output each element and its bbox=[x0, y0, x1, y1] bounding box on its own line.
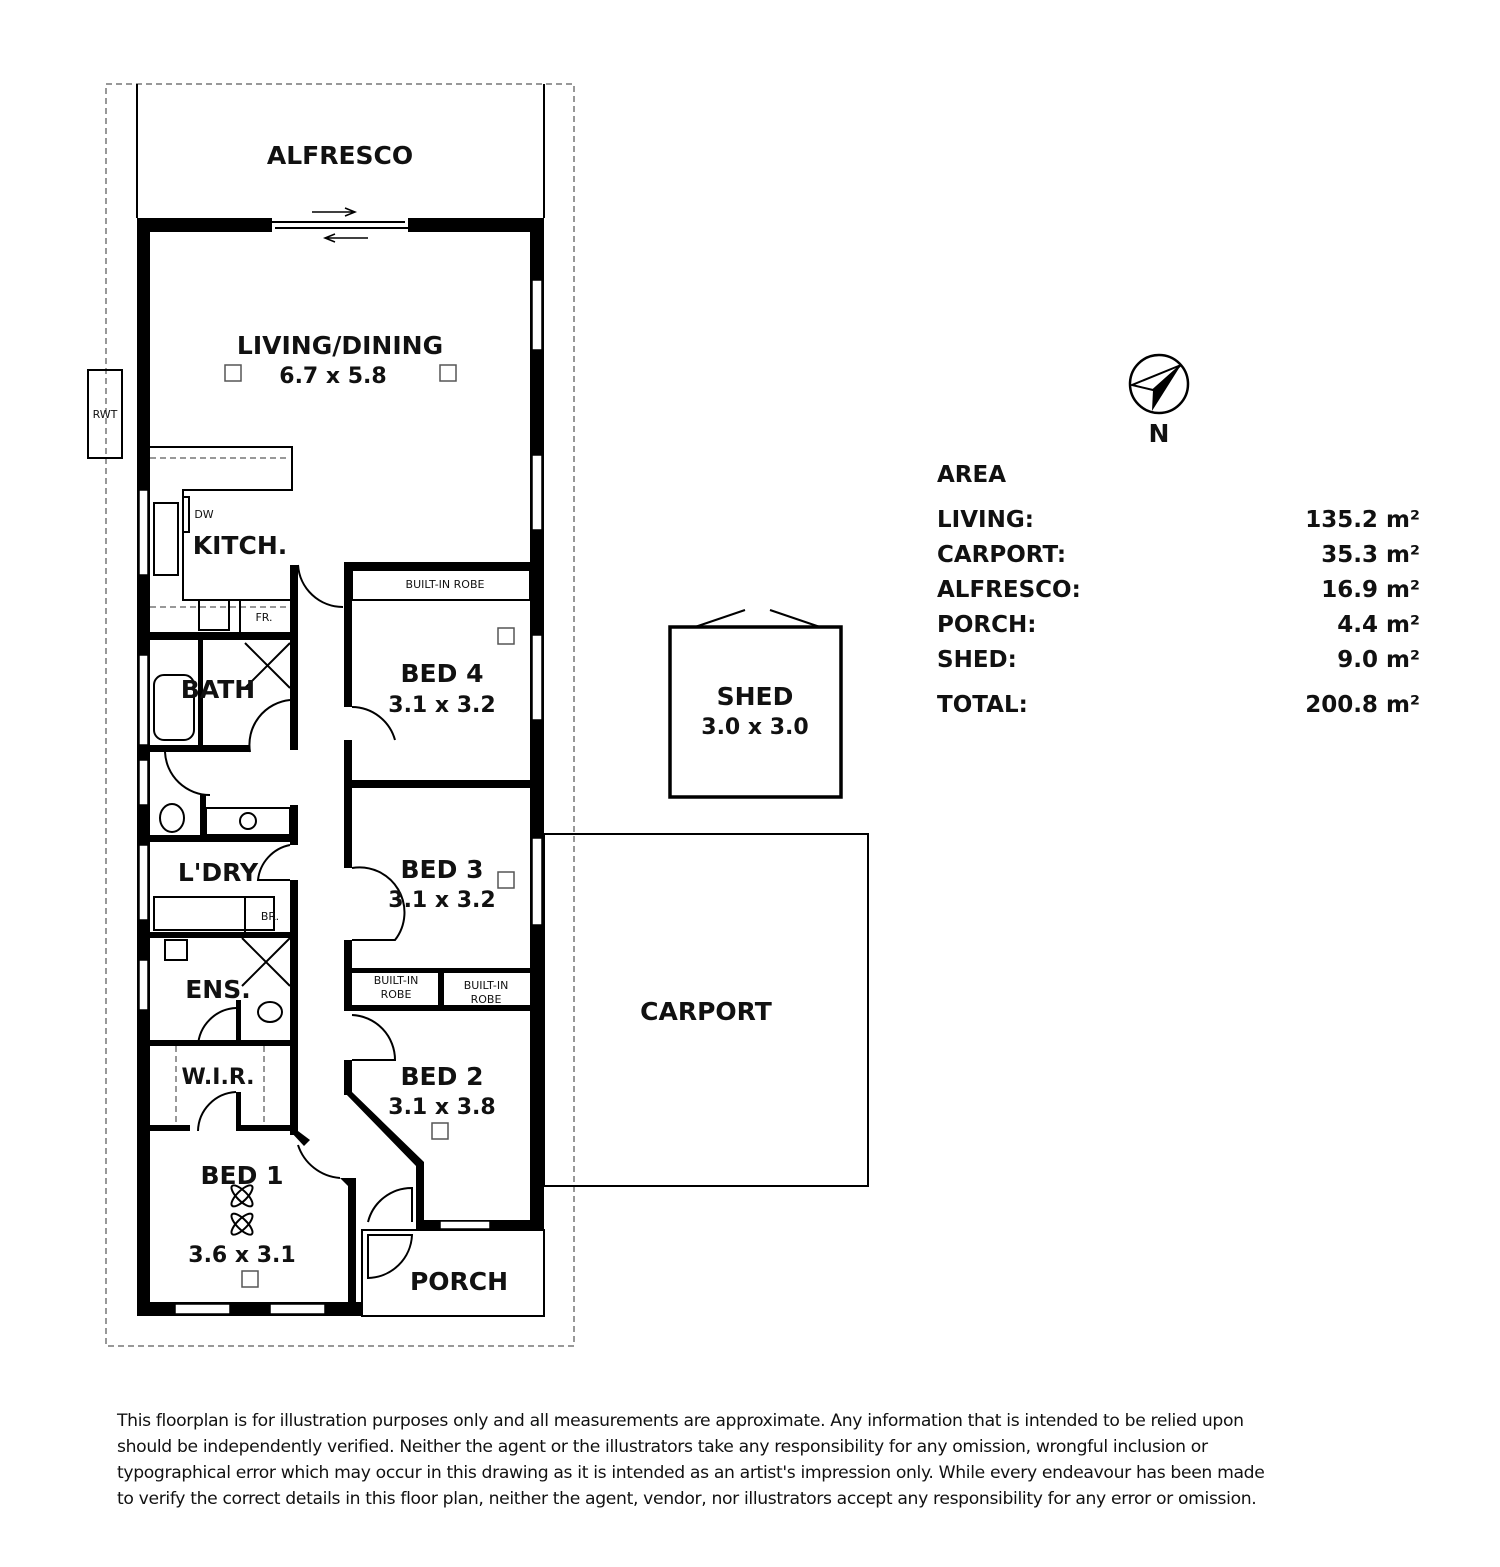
ceiling-fan-icon bbox=[230, 1184, 254, 1236]
interior-walls bbox=[150, 562, 530, 1302]
disclaimer: This floorplan is for illustration purpo… bbox=[117, 1408, 1387, 1512]
fridge-label: FR. bbox=[255, 611, 272, 624]
kitchen-label: KITCH. bbox=[193, 531, 288, 560]
disclaimer-line: to verify the correct details in this fl… bbox=[117, 1489, 1257, 1509]
area-table: AREA LIVING: 135.2 m² CARPORT: 35.3 m² A… bbox=[937, 462, 1420, 718]
lot-boundary bbox=[105, 83, 575, 1347]
shed: SHED 3.0 x 3.0 bbox=[668, 609, 843, 799]
area-row-value: 135.2 m² bbox=[1305, 507, 1420, 533]
area-total-name: TOTAL: bbox=[937, 692, 1028, 718]
built-in-robe bbox=[351, 569, 531, 601]
bath-label: BATH bbox=[181, 675, 255, 704]
area-row-name: SHED: bbox=[937, 647, 1017, 673]
bed3-dims: 3.1 x 3.2 bbox=[388, 888, 495, 913]
area-row-name: LIVING: bbox=[937, 507, 1034, 533]
area-row-value: 4.4 m² bbox=[1337, 612, 1420, 638]
bathroom-fittings bbox=[153, 642, 291, 1023]
shed-dims: 3.0 x 3.0 bbox=[701, 715, 808, 740]
carport-label: CARPORT bbox=[640, 997, 772, 1026]
shed-label: SHED bbox=[717, 682, 794, 711]
bed4-label: BED 4 bbox=[401, 659, 484, 688]
robe-a-line1: BUILT-IN bbox=[374, 974, 419, 987]
bed1-label: BED 1 bbox=[201, 1161, 284, 1190]
porch-label: PORCH bbox=[410, 1267, 508, 1296]
area-row-value: 35.3 m² bbox=[1321, 542, 1420, 568]
area-row-name: ALFRESCO: bbox=[937, 577, 1081, 603]
north-label: N bbox=[1149, 419, 1170, 448]
carport: CARPORT bbox=[543, 833, 869, 1187]
living-label: LIVING/DINING bbox=[237, 331, 443, 360]
laundry-label: L'DRY bbox=[178, 858, 259, 887]
robe-b-line2: ROBE bbox=[471, 993, 502, 1006]
disclaimer-line: should be independently verified. Neithe… bbox=[117, 1437, 1208, 1457]
disclaimer-line: typographical error which may occur in t… bbox=[117, 1463, 1265, 1483]
broom-label: BR. bbox=[261, 910, 279, 923]
bed2-label: BED 2 bbox=[401, 1062, 484, 1091]
north-compass-icon: N bbox=[1128, 353, 1190, 448]
area-total-value: 200.8 m² bbox=[1305, 692, 1420, 718]
area-row-name: CARPORT: bbox=[937, 542, 1066, 568]
area-title: AREA bbox=[937, 462, 1006, 488]
disclaimer-line: This floorplan is for illustration purpo… bbox=[117, 1411, 1244, 1431]
porch bbox=[361, 1229, 545, 1317]
alfresco-label: ALFRESCO bbox=[267, 141, 413, 170]
living-dims: 6.7 x 5.8 bbox=[279, 364, 386, 389]
sliding-door bbox=[272, 207, 408, 243]
bed3-label: BED 3 bbox=[401, 855, 484, 884]
ensuite-label: ENS. bbox=[185, 975, 251, 1004]
rwt-label: RWT bbox=[93, 408, 118, 421]
robe-bed4-label: BUILT-IN ROBE bbox=[406, 578, 485, 591]
dishwasher-label: DW bbox=[194, 508, 213, 521]
alfresco: ALFRESCO bbox=[136, 84, 545, 218]
rainwater-tank bbox=[87, 369, 123, 459]
area-row-value: 16.9 m² bbox=[1321, 577, 1420, 603]
wir-label: W.I.R. bbox=[181, 1065, 254, 1090]
robe-a-line2: ROBE bbox=[381, 988, 412, 1001]
windows bbox=[138, 279, 543, 1315]
area-row-name: PORCH: bbox=[937, 612, 1036, 638]
door-swings bbox=[164, 564, 414, 1280]
air-conditioner-icons bbox=[224, 364, 515, 1288]
bed2-dims: 3.1 x 3.8 bbox=[388, 1095, 495, 1120]
area-row-value: 9.0 m² bbox=[1337, 647, 1420, 673]
bed1-dims: 3.6 x 3.1 bbox=[188, 1243, 295, 1268]
kitchen-fittings bbox=[150, 446, 293, 632]
robe-b-line1: BUILT-IN bbox=[464, 979, 509, 992]
bed4-dims: 3.1 x 3.2 bbox=[388, 693, 495, 718]
